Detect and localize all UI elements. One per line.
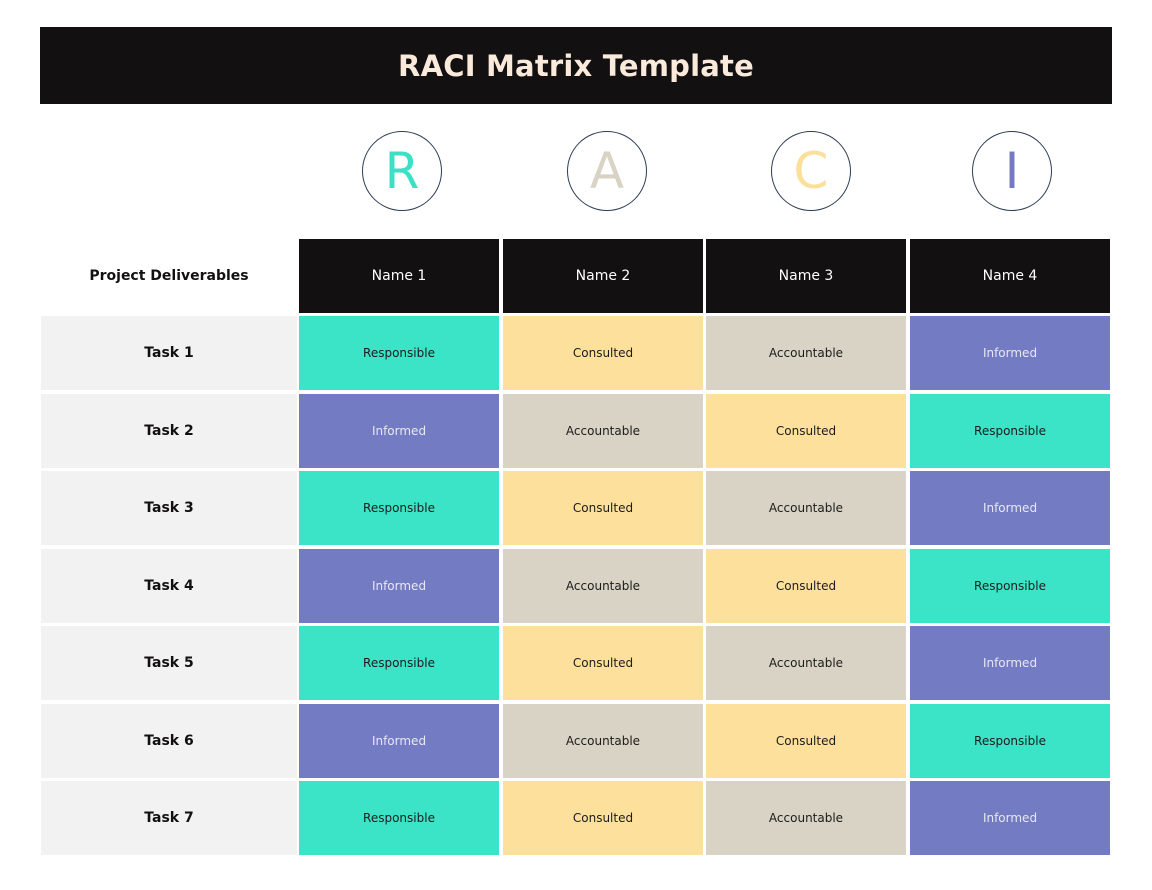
project-deliverables-header: Project Deliverables	[89, 268, 249, 284]
raci-cell: Accountable	[706, 781, 906, 855]
task-label: Task 4	[41, 549, 297, 623]
raci-cell: Informed	[299, 394, 499, 468]
raci-cell: Consulted	[706, 394, 906, 468]
task-label: Task 7	[41, 781, 297, 855]
raci-cell: Informed	[910, 316, 1110, 390]
raci-letter-r: R	[362, 131, 442, 211]
raci-letter-i: I	[972, 131, 1052, 211]
raci-cell: Responsible	[910, 394, 1110, 468]
raci-cell: Accountable	[706, 471, 906, 545]
raci-letter-c: C	[771, 131, 851, 211]
raci-cell: Responsible	[299, 626, 499, 700]
raci-cell: Informed	[910, 781, 1110, 855]
raci-cell: Responsible	[910, 704, 1110, 778]
raci-cell: Accountable	[503, 394, 703, 468]
name-header-1: Name 1	[299, 239, 499, 313]
raci-letter-a: A	[567, 131, 647, 211]
raci-cell: Consulted	[706, 549, 906, 623]
raci-cell: Informed	[299, 704, 499, 778]
raci-cell: Responsible	[299, 781, 499, 855]
task-label: Task 2	[41, 394, 297, 468]
title-bar: RACI Matrix Template	[40, 27, 1112, 104]
raci-cell: Consulted	[706, 704, 906, 778]
task-label: Task 1	[41, 316, 297, 390]
name-header-3: Name 3	[706, 239, 906, 313]
task-label: Task 5	[41, 626, 297, 700]
raci-cell: Responsible	[299, 316, 499, 390]
name-header-2: Name 2	[503, 239, 703, 313]
raci-cell: Informed	[299, 549, 499, 623]
raci-cell: Accountable	[706, 316, 906, 390]
raci-cell: Accountable	[503, 549, 703, 623]
name-header-4: Name 4	[910, 239, 1110, 313]
raci-cell: Consulted	[503, 316, 703, 390]
page-title: RACI Matrix Template	[398, 48, 754, 83]
raci-cell: Informed	[910, 626, 1110, 700]
raci-cell: Accountable	[503, 704, 703, 778]
raci-cell: Informed	[910, 471, 1110, 545]
raci-cell: Consulted	[503, 471, 703, 545]
raci-cell: Responsible	[910, 549, 1110, 623]
raci-cell: Accountable	[706, 626, 906, 700]
raci-cell: Consulted	[503, 626, 703, 700]
task-label: Task 3	[41, 471, 297, 545]
task-label: Task 6	[41, 704, 297, 778]
raci-cell: Responsible	[299, 471, 499, 545]
raci-cell: Consulted	[503, 781, 703, 855]
